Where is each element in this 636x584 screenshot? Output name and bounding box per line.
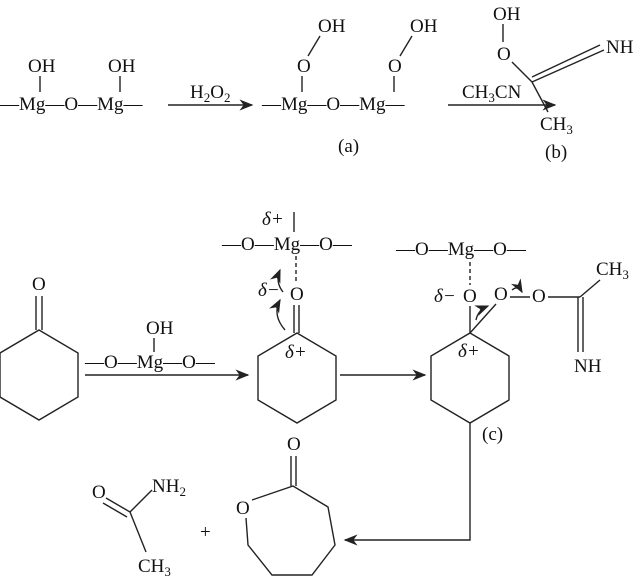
product-b-peroxyimidic-acid: OH O NH CH3 (b): [493, 4, 634, 163]
reaction-arrow: [343, 423, 471, 546]
nh-group: NH: [606, 37, 634, 58]
delta-plus: δ+: [458, 341, 480, 362]
catalyst-mg-oh: —O—Mg—O— OH: [84, 318, 250, 381]
ch3-group: CH3: [540, 114, 573, 137]
arrow-label-h2o2: H2O2: [190, 82, 230, 105]
o-mg-o-chain: —O—Mg—O—: [84, 352, 216, 373]
delta-plus: δ+: [262, 209, 284, 230]
o-mg-o-chain: —O—Mg—O—: [221, 234, 353, 255]
delta-plus: δ+: [285, 342, 307, 363]
nh-group: NH: [574, 356, 602, 377]
o-atom: O: [92, 482, 106, 503]
label-a: (a): [338, 136, 359, 157]
arrow-label-ch3cn: CH3CN: [462, 82, 522, 105]
oh-group: OH: [108, 56, 136, 77]
o-atom: O: [463, 286, 477, 307]
nh2-group: NH2: [152, 476, 186, 499]
intermediate-1: —O—Mg—O— δ+ O δ− δ+: [221, 209, 427, 424]
intermediate-2-criegee: —O—Mg—O— O δ− O O CH3 NH δ+ (c): [343, 239, 629, 546]
label-b: (b): [545, 142, 567, 163]
oh-group: OH: [410, 16, 438, 37]
o-atom: O: [32, 274, 46, 295]
o-atom: O: [497, 44, 511, 65]
oh-group: OH: [28, 56, 56, 77]
caprolactone: O O: [236, 434, 336, 576]
label-c: (c): [482, 424, 503, 445]
ch3-group: CH3: [138, 556, 171, 579]
arrow-ch3cn: CH3CN: [448, 82, 557, 111]
oh-group: OH: [146, 318, 174, 339]
acetamide: O NH2 CH3: [92, 476, 186, 579]
product-a: —Mg—O—Mg— O O OH OH (a): [261, 16, 438, 157]
delta-minus: δ−: [434, 286, 456, 307]
mg-hydroxide-reactant: —Mg—O—Mg— OH OH: [0, 56, 144, 115]
plus-sign: +: [200, 522, 211, 543]
oh-group: OH: [493, 4, 521, 25]
delta-minus: δ−: [258, 280, 280, 301]
o-atom: O: [532, 286, 546, 307]
o-atom: O: [494, 284, 508, 305]
o-mg-o-chain: —O—Mg—O—: [395, 239, 527, 260]
o-atom: O: [290, 284, 304, 305]
o-atom: O: [236, 498, 250, 519]
mg-o-mg-chain: —Mg—O—Mg—: [261, 94, 406, 115]
o-atom: O: [297, 56, 311, 77]
ch3-group: CH3: [596, 259, 629, 282]
o-atom: O: [287, 434, 301, 455]
oh-group: OH: [318, 16, 346, 37]
arrow-h2o2: H2O2: [168, 82, 254, 111]
mg-o-mg-chain: —Mg—O—Mg—: [0, 94, 144, 115]
cyclohexanone: O: [0, 274, 79, 421]
o-atom: O: [388, 56, 402, 77]
